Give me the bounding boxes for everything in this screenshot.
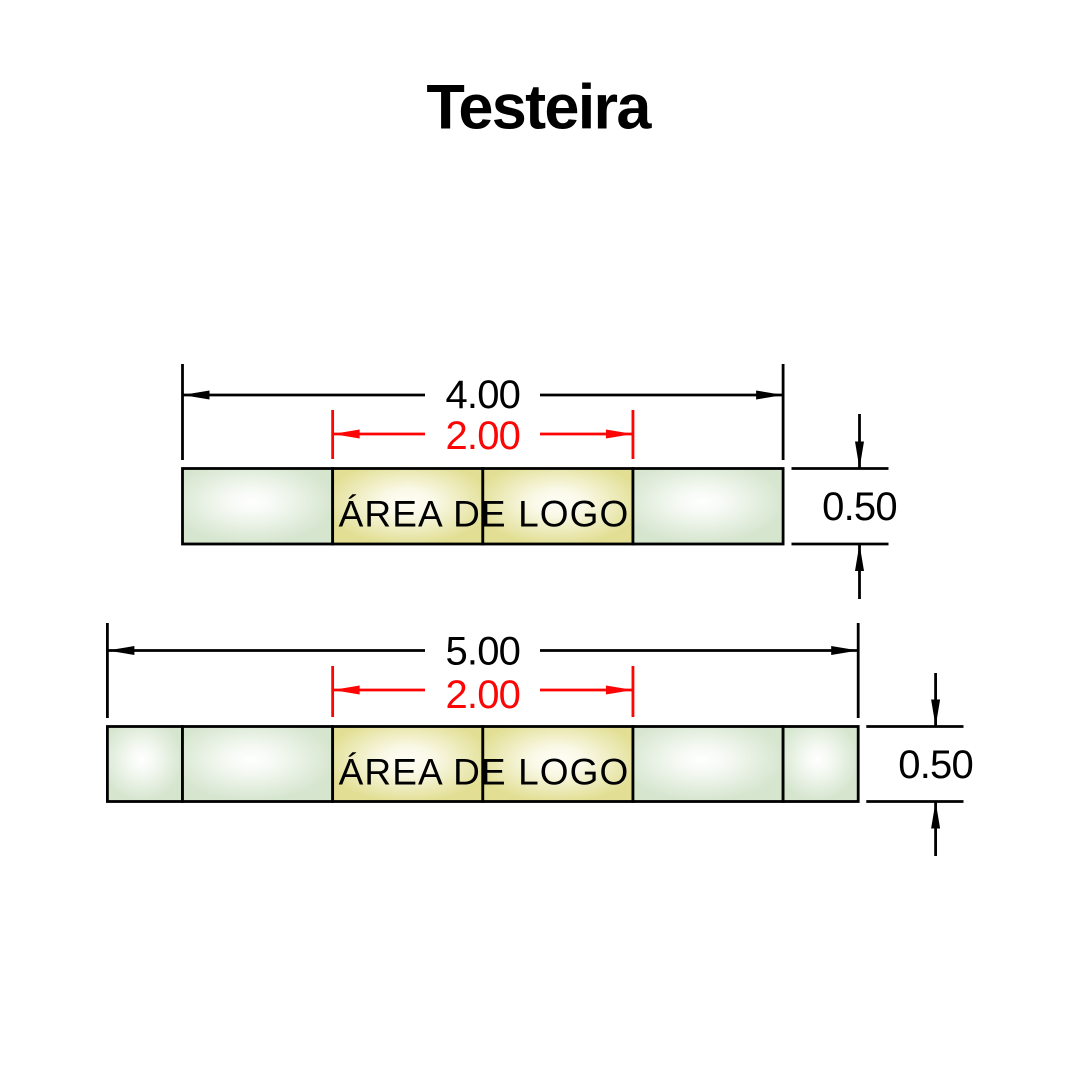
svg-text:2.00: 2.00 [445,414,520,458]
svg-text:0.50: 0.50 [898,743,973,787]
svg-text:Testeira: Testeira [426,73,652,143]
svg-text:4.00: 4.00 [445,373,520,417]
svg-text:ÁREA DE LOGO: ÁREA DE LOGO [339,494,630,535]
svg-text:0.50: 0.50 [822,485,897,529]
svg-text:2.00: 2.00 [445,673,520,717]
svg-text:5.00: 5.00 [445,630,520,674]
svg-text:ÁREA DE LOGO: ÁREA DE LOGO [339,752,630,793]
